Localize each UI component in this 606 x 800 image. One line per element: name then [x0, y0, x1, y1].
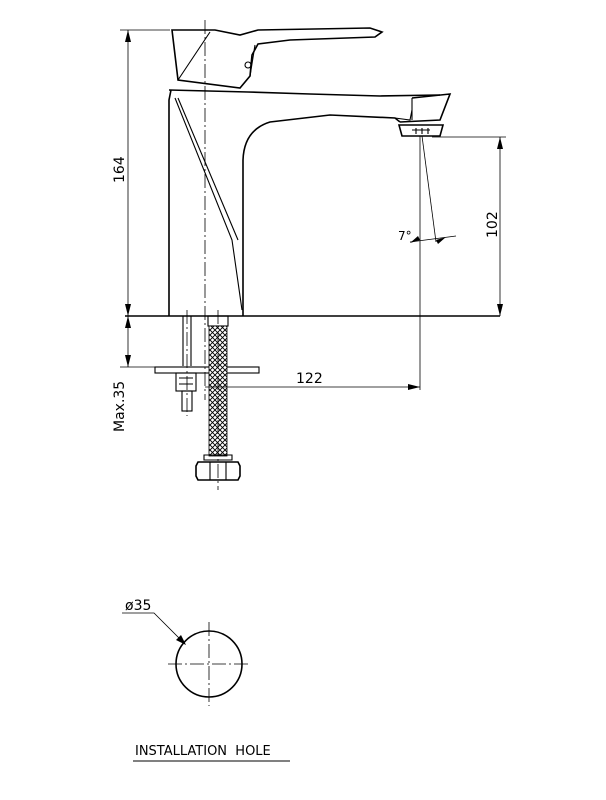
faucet-body [125, 89, 500, 317]
spout-reach-label: 122 [296, 371, 323, 387]
installation-hole [122, 612, 250, 706]
lever-handle [171, 27, 384, 89]
dimension-122 [205, 384, 420, 390]
dimension-164 [120, 29, 170, 316]
spout-angle-label: 7° [398, 229, 412, 243]
max-thickness-label: Max.35 [112, 381, 128, 432]
dimension-102 [432, 136, 506, 316]
spout-height-label: 102 [485, 211, 501, 238]
hole-diameter-label: ø35 [125, 598, 151, 614]
mounting-assembly [154, 310, 260, 490]
water-stream-lines [409, 135, 457, 390]
dimension-max35 [120, 316, 158, 368]
total-height-label: 164 [112, 156, 128, 183]
installation-hole-caption: INSTALLATION HOLE [135, 744, 271, 759]
